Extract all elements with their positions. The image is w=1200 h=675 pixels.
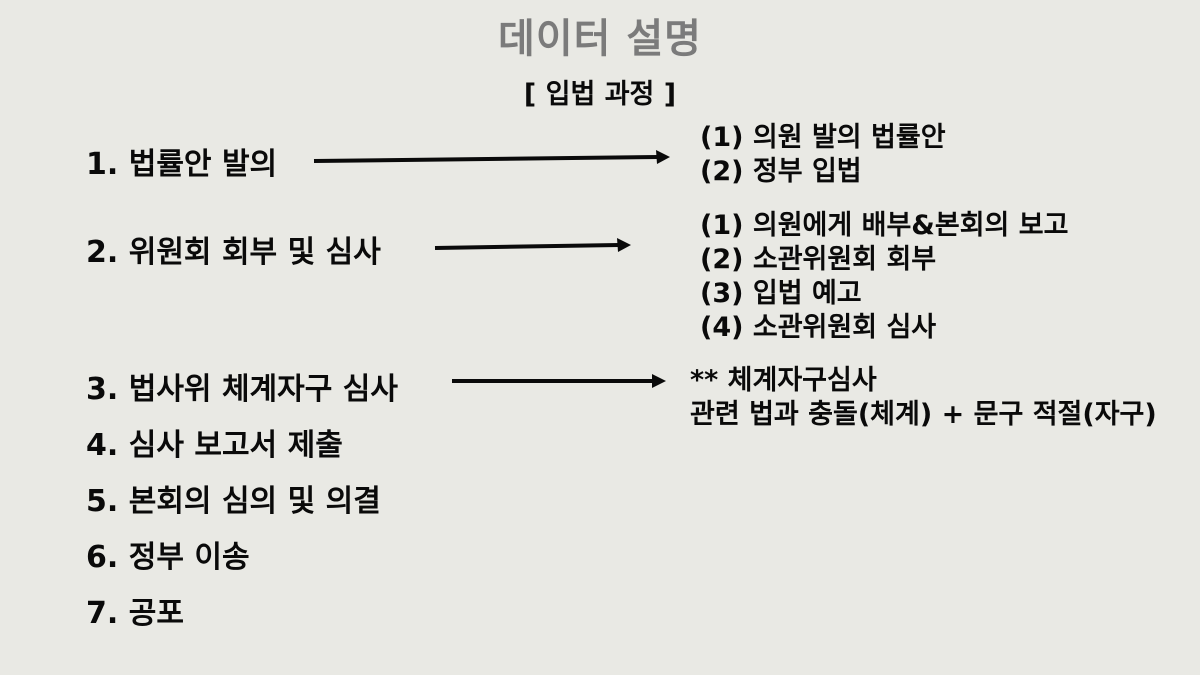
arrow-right-icon bbox=[313, 150, 670, 164]
step-1-details: (1) 의원 발의 법률안 (2) 정부 입법 bbox=[700, 121, 946, 189]
detail-line: (2) 소관위원회 회부 bbox=[700, 244, 937, 275]
detail-line: (2) 정부 입법 bbox=[700, 156, 862, 187]
step-6-transfer-to-government: 6. 정부 이송 bbox=[86, 540, 250, 575]
step-3-details: ** 체계자구심사 관련 법과 충돌(체계) + 문구 적절(자구) bbox=[690, 364, 1157, 432]
page-title: 데이터 설명 bbox=[498, 16, 702, 62]
step-7-promulgation: 7. 공포 bbox=[86, 596, 184, 631]
step-5-plenary-vote: 5. 본회의 심의 및 의결 bbox=[86, 484, 381, 519]
step-4-report-submission: 4. 심사 보고서 제출 bbox=[86, 428, 343, 463]
step-2-details: (1) 의원에게 배부&본회의 보고 (2) 소관위원회 회부 (3) 입법 예… bbox=[700, 209, 1068, 345]
step-1-bill-proposal: 1. 법률안 발의 bbox=[86, 147, 278, 182]
page-subtitle: [ 입법 과정 ] bbox=[523, 79, 677, 110]
detail-line: 관련 법과 충돌(체계) + 문구 적절(자구) bbox=[690, 399, 1157, 430]
detail-line: (4) 소관위원회 심사 bbox=[700, 312, 937, 343]
step-2-committee-review: 2. 위원회 회부 및 심사 bbox=[86, 235, 381, 270]
detail-line: (1) 의원에게 배부&본회의 보고 bbox=[700, 210, 1069, 241]
step-3-legislation-committee-review: 3. 법사위 체계자구 심사 bbox=[86, 372, 399, 407]
detail-line: (3) 입법 예고 bbox=[700, 278, 862, 309]
arrow-right-icon bbox=[434, 238, 631, 252]
arrow-right-icon bbox=[452, 374, 666, 388]
detail-line: (1) 의원 발의 법률안 bbox=[700, 122, 946, 153]
detail-line: ** 체계자구심사 bbox=[690, 365, 877, 396]
